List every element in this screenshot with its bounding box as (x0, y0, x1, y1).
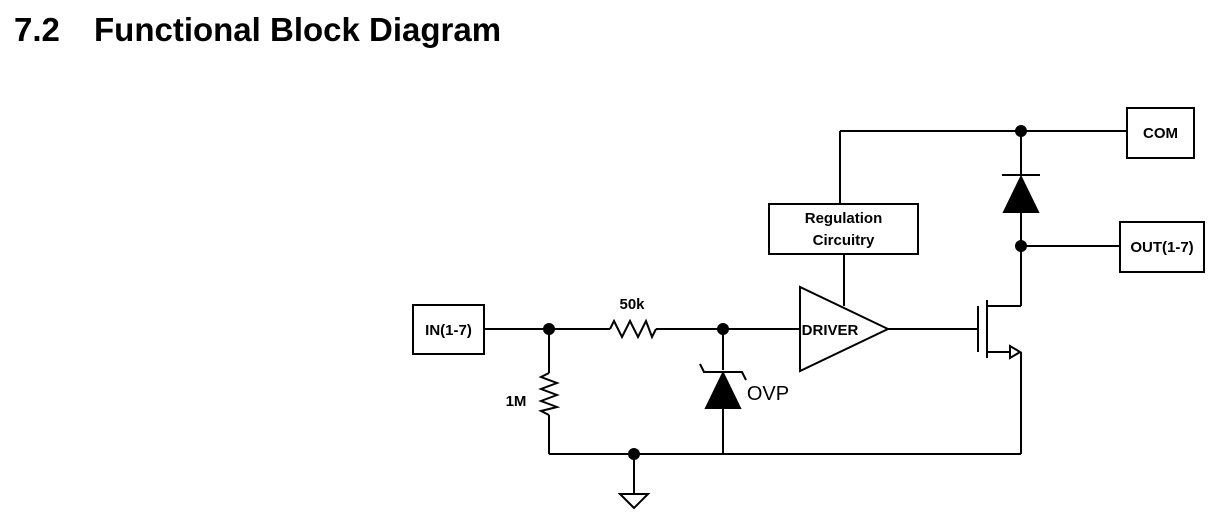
driver-label: DRIVER (802, 322, 859, 339)
junction-dot (1015, 240, 1027, 252)
section-number: 7.2 (14, 11, 60, 48)
driver-amplifier (799, 285, 891, 373)
ground-icon (617, 493, 651, 510)
wires (484, 130, 1127, 494)
output-pin-label: OUT(1-7) (1130, 239, 1193, 256)
com-pin-box (1126, 107, 1195, 159)
regulation-label-line1: Regulation (805, 210, 883, 227)
junction-dots (543, 125, 1027, 460)
junction-dot (1015, 125, 1027, 137)
zener-diode-icon (704, 370, 742, 409)
page-title: 7.2 Functional Block Diagram (14, 6, 501, 54)
output-pin-box (1119, 221, 1205, 273)
junction-dot (628, 448, 640, 460)
resistor-50k (609, 318, 657, 340)
output-mosfet (977, 300, 1022, 360)
ovp-zener-diode (699, 363, 747, 409)
junction-dot (543, 323, 555, 335)
junction-dot (717, 323, 729, 335)
clamp-diode (1002, 174, 1040, 213)
resistor-1m-label: 1M (506, 393, 527, 410)
resistor-50k-label: 50k (619, 296, 645, 313)
clamp-diode-icon (1002, 174, 1040, 213)
mosfet-arrow-icon (1009, 344, 1022, 360)
section-title: Functional Block Diagram (94, 11, 502, 48)
resistor-1m (538, 372, 561, 416)
input-pin-box (412, 304, 485, 355)
regulation-label-line2: Circuitry (813, 232, 875, 249)
ovp-label: OVP (747, 383, 789, 405)
zener-cathode-bar (699, 363, 747, 381)
regulation-circuitry-box (768, 203, 919, 255)
input-pin-label: IN(1-7) (425, 322, 472, 339)
ground-triangle (617, 493, 651, 510)
com-pin-label: COM (1143, 125, 1178, 142)
